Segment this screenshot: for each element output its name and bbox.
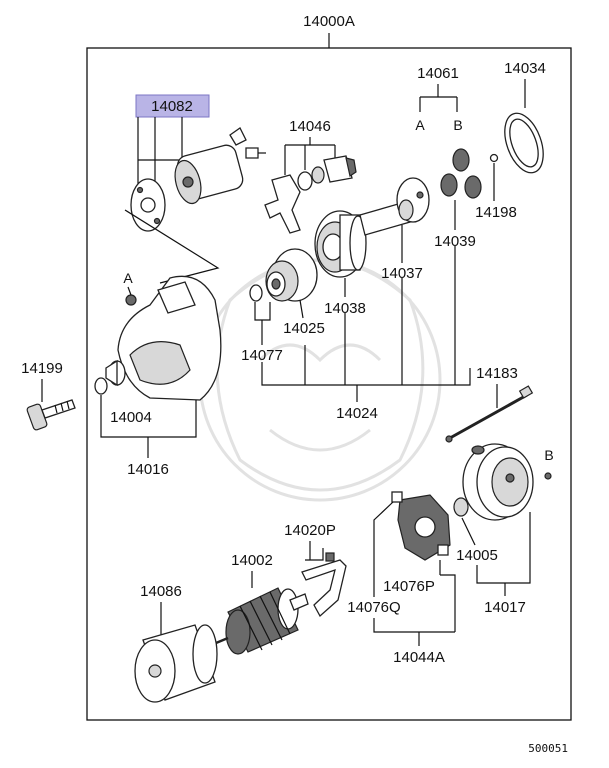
brush-holder-part[interactable] — [391, 491, 451, 561]
label-14025[interactable]: 14025 — [283, 320, 325, 337]
label-14017[interactable]: 14017 — [484, 599, 526, 616]
screw-b-part[interactable] — [544, 472, 552, 480]
label-14086[interactable]: 14086 — [140, 583, 182, 600]
leader-14017-bracket — [476, 512, 531, 584]
label-14020p[interactable]: 14020P — [284, 522, 336, 539]
label-14082[interactable]: 14082 — [151, 98, 193, 115]
label-14044a[interactable]: 14044A — [393, 649, 445, 666]
label-14061[interactable]: 14061 — [417, 65, 459, 82]
pinion-clutch-part[interactable] — [265, 248, 318, 302]
leader-14005 — [461, 517, 476, 546]
leader-14020p — [305, 541, 324, 561]
label-14198[interactable]: 14198 — [475, 204, 517, 221]
steel-ball-part[interactable] — [489, 153, 499, 163]
label-14024[interactable]: 14024 — [336, 405, 378, 422]
label-14038[interactable]: 14038 — [324, 300, 366, 317]
leader-14024-bracket — [261, 246, 471, 386]
label-14002[interactable]: 14002 — [231, 552, 273, 569]
label-14183[interactable]: 14183 — [476, 365, 518, 382]
leader-14061 — [419, 84, 458, 112]
through-bolt-part[interactable] — [445, 385, 534, 443]
ring-gear-part[interactable] — [497, 108, 550, 178]
leader-14025 — [299, 299, 304, 319]
highlight-14082 — [135, 94, 210, 118]
label-14016[interactable]: 14016 — [127, 461, 169, 478]
internal-gear-part[interactable] — [314, 210, 367, 278]
label-14061-a[interactable]: A — [415, 117, 425, 133]
solenoid-part[interactable] — [130, 127, 266, 232]
ref-b-cover[interactable]: B — [544, 447, 553, 463]
bushing-part[interactable] — [453, 497, 469, 517]
armature-part[interactable] — [215, 587, 309, 655]
leader-14044a-bracket — [373, 618, 455, 633]
leader-14076p — [439, 560, 456, 632]
oring-part[interactable] — [94, 377, 108, 395]
label-14004[interactable]: 14004 — [110, 409, 152, 426]
snap-ring-part[interactable] — [249, 284, 263, 302]
label-14039[interactable]: 14039 — [434, 233, 476, 250]
label-14076q[interactable]: 14076Q — [347, 599, 400, 616]
rear-cover-part[interactable] — [462, 443, 534, 521]
planetary-gears-part[interactable] — [440, 148, 482, 199]
leader-ref-a — [127, 286, 132, 296]
catalog-code: 500051 — [528, 742, 568, 755]
planetary-shaft-part[interactable] — [359, 177, 430, 236]
label-14199[interactable]: 14199 — [21, 360, 63, 377]
label-14077[interactable]: 14077 — [241, 347, 283, 364]
watermark — [198, 258, 442, 502]
label-14061-b[interactable]: B — [453, 117, 462, 133]
ref-a-housing[interactable]: A — [123, 270, 133, 286]
lever-part[interactable] — [264, 155, 357, 234]
label-14037[interactable]: 14037 — [381, 265, 423, 282]
yoke-part[interactable] — [134, 624, 218, 703]
label-14034[interactable]: 14034 — [504, 60, 546, 77]
label-14076p[interactable]: 14076P — [383, 578, 435, 595]
label-14005[interactable]: 14005 — [456, 547, 498, 564]
label-14046[interactable]: 14046 — [289, 118, 331, 135]
bolt-part[interactable] — [26, 399, 76, 431]
leader-14082 — [137, 117, 185, 192]
leader-14077-bracket — [254, 302, 271, 321]
label-14000a[interactable]: 14000A — [303, 13, 355, 30]
leader-14046 — [284, 137, 336, 175]
front-housing-part[interactable] — [105, 275, 222, 401]
brush-plate-part[interactable] — [301, 552, 347, 618]
leader-14076q — [373, 501, 394, 597]
